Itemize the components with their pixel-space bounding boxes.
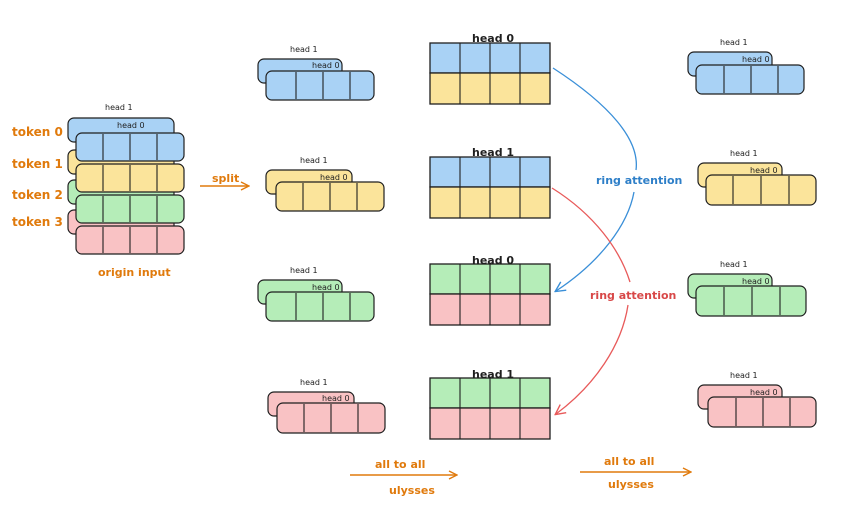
origin-input-label: origin input: [98, 266, 171, 279]
split-red-head0-label: head 0: [322, 394, 350, 403]
origin-head1-label: head 1: [105, 103, 133, 112]
origin-input-group: head 1 head 0: [12, 103, 185, 279]
origin-front-bar-0: [75, 132, 185, 162]
split-arrow: split: [200, 172, 248, 186]
origin-front-bar-1: [75, 163, 185, 193]
token-label-0: token 0: [12, 125, 63, 139]
grid-head0-top: head 0: [429, 32, 551, 105]
output-pair-blue: head 1 head 0: [687, 38, 805, 95]
split-green-head0-label: head 0: [312, 283, 340, 292]
all-to-all-label-2: all to all: [604, 455, 654, 468]
output-yellow-head0-label: head 0: [750, 166, 778, 175]
output-red-head1-label: head 1: [730, 371, 758, 380]
output-pair-yellow: head 1 head 0: [697, 149, 817, 206]
ulysses-label-2: ulysses: [608, 478, 654, 491]
output-green-head1-label: head 1: [720, 260, 748, 269]
all-to-all-arrow-1: all to all ulysses: [350, 458, 456, 497]
all-to-all-label-1: all to all: [375, 458, 425, 471]
output-pair-red: head 1 head 0: [697, 371, 817, 428]
split-green-head1-label: head 1: [290, 266, 318, 275]
split-pair-blue: head 1 head 0: [257, 45, 375, 101]
output-green-head0-label: head 0: [742, 277, 770, 286]
grid-head0-bottom: head 0: [429, 254, 551, 326]
output-blue-head0-label: head 0: [742, 55, 770, 64]
token-label-2: token 2: [12, 188, 63, 202]
origin-head0-label: head 0: [117, 121, 145, 130]
output-red-head0-label: head 0: [750, 388, 778, 397]
split-blue-head0-label: head 0: [312, 61, 340, 70]
split-blue-head1-label: head 1: [290, 45, 318, 54]
split-yellow-head0-label: head 0: [320, 173, 348, 182]
split-pair-green: head 1 head 0: [257, 266, 375, 322]
all-to-all-arrow-2: all to all ulysses: [580, 455, 690, 491]
origin-front-bar-3: [75, 225, 185, 255]
grid-head1-top-label: head 1: [472, 146, 514, 159]
ring-attention-red: ring attention: [551, 187, 676, 414]
ring-attention-blue-label: ring attention: [596, 174, 682, 187]
split-yellow-head1-label: head 1: [300, 156, 328, 165]
grid-head1-bottom: head 1: [429, 368, 551, 440]
split-label: split: [212, 172, 239, 185]
ring-attention-red-label: ring attention: [590, 289, 676, 302]
origin-front-bar-2: [75, 194, 185, 224]
output-blue-head1-label: head 1: [720, 38, 748, 47]
grid-head0-top-label: head 0: [472, 32, 514, 45]
grid-head1-top: head 1: [429, 146, 551, 219]
split-pair-red: head 1 head 0: [267, 378, 386, 434]
split-pair-yellow: head 1 head 0: [265, 156, 385, 212]
token-label-3: token 3: [12, 215, 63, 229]
token-label-1: token 1: [12, 157, 63, 171]
ulysses-label-1: ulysses: [389, 484, 435, 497]
output-pair-green: head 1 head 0: [687, 260, 807, 317]
ring-attention-blue: ring attention: [552, 67, 682, 291]
output-yellow-head1-label: head 1: [730, 149, 758, 158]
split-red-head1-label: head 1: [300, 378, 328, 387]
